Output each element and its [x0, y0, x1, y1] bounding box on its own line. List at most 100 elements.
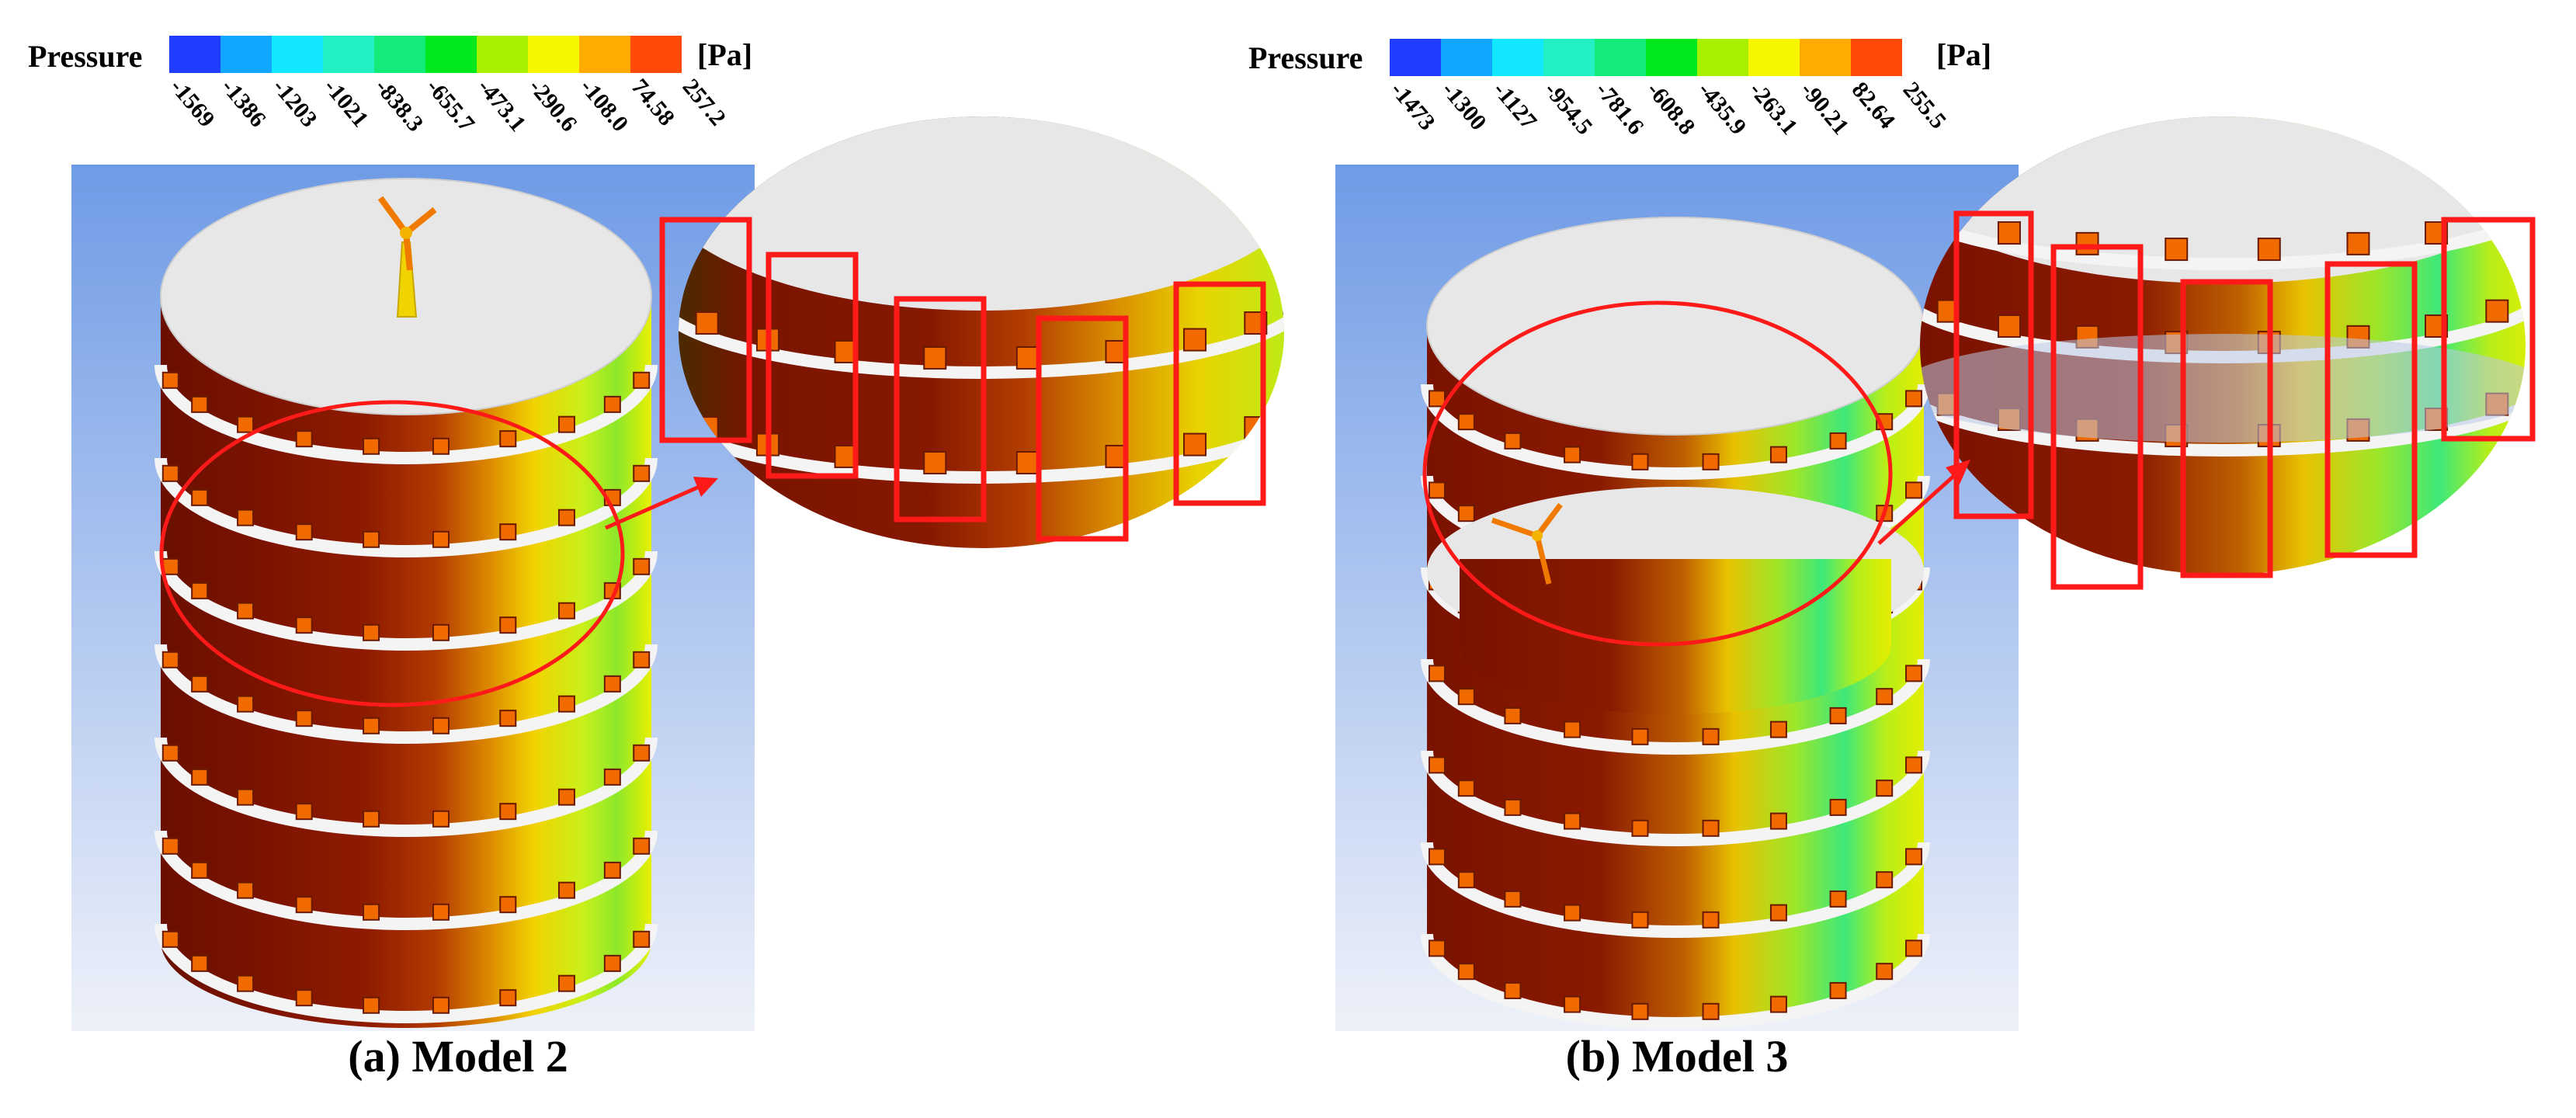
legend-tick-label: -781.6: [1591, 77, 1649, 140]
window-vent: [2257, 238, 2281, 262]
highlight-box: [2441, 217, 2536, 442]
window-vent: [237, 695, 255, 713]
legend-swatch: [272, 36, 323, 73]
wind-turbine-icon: [377, 196, 437, 318]
legend-swatch: [220, 36, 272, 73]
window-vent: [1905, 939, 1923, 957]
legend-title-right: Pressure: [1248, 40, 1363, 75]
legend-tick-label: 82.64: [1847, 77, 1901, 134]
window-vent: [1457, 779, 1475, 797]
legend-swatch: [1390, 39, 1441, 76]
floor-slab: [1421, 933, 1930, 1029]
window-vent: [1905, 481, 1923, 499]
window-vent: [363, 903, 380, 921]
window-vent: [557, 602, 575, 620]
caption-right: (b) Model 3: [1566, 1031, 1789, 1082]
legend-tick-label: -954.5: [1540, 77, 1598, 140]
window-vent: [1564, 720, 1581, 738]
legend-swatch: [169, 36, 220, 73]
window-vent: [432, 996, 450, 1014]
window-vent: [295, 616, 313, 634]
legend-tick-label: -263.1: [1745, 77, 1803, 140]
caption-left: (a) Model 2: [348, 1031, 568, 1082]
legend-tick-label: -435.9: [1693, 77, 1751, 140]
window-vent: [1457, 871, 1475, 889]
legend-tick-label: -1203: [268, 74, 322, 132]
legend-unit-right: [Pa]: [1936, 37, 1991, 72]
window-vent: [1905, 848, 1923, 866]
window-vent: [633, 371, 651, 389]
legend-colorbar-left: [169, 36, 682, 73]
window-vent: [432, 530, 450, 548]
window-vent: [923, 450, 947, 474]
window-vent: [363, 717, 380, 734]
window-vent: [432, 623, 450, 641]
window-vent: [1504, 890, 1522, 908]
window-vent: [191, 488, 209, 506]
building-body-left: [161, 297, 651, 1028]
zoom-arrow-right: [1877, 460, 1970, 545]
window-vent: [1564, 995, 1581, 1013]
legend-tick-label: -1386: [217, 74, 271, 132]
window-vent: [237, 974, 255, 992]
legend-swatch: [1697, 39, 1748, 76]
window-vent: [1829, 707, 1847, 724]
pressure-legend-right: Pressure [Pa] -1473-1300-1127-954.5-781.…: [1248, 37, 1991, 140]
window-vent: [695, 311, 719, 335]
window-vent: [633, 557, 651, 575]
window-vent: [1428, 848, 1446, 866]
window-vent: [191, 395, 209, 413]
highlight-boxes-right: [1953, 210, 2536, 590]
window-vent: [1017, 557, 1039, 578]
legend-swatch: [425, 36, 477, 73]
window-vent: [161, 464, 179, 482]
highlight-box: [2050, 244, 2144, 590]
window-vent: [432, 810, 450, 828]
legend-tick-label: -290.6: [524, 74, 582, 137]
floor-slab: [154, 550, 658, 651]
window-vent: [1997, 314, 2021, 339]
window-vent: [191, 861, 209, 879]
window-vent: [633, 651, 651, 668]
window-vent: [1876, 779, 1894, 797]
window-vent: [1997, 221, 2021, 245]
window-vent: [603, 861, 621, 879]
highlight-box: [766, 252, 859, 479]
window-vent: [161, 837, 179, 855]
legend-tick-label: -608.8: [1642, 77, 1700, 140]
legend-unit-left: [Pa]: [697, 37, 752, 72]
window-vent: [295, 710, 313, 727]
window-vent: [161, 557, 179, 575]
window-vent: [1702, 819, 1720, 837]
model-2-building: [154, 178, 658, 1028]
window-vent: [237, 788, 255, 806]
highlight-box: [1173, 281, 1266, 506]
zoom-arrow-left: [604, 477, 718, 530]
window-vent: [363, 996, 380, 1014]
floor-slab: [154, 923, 658, 1023]
window-vent: [295, 989, 313, 1007]
window-vent: [237, 602, 255, 620]
window-vent: [1905, 390, 1923, 408]
highlight-box: [659, 217, 752, 443]
floor-slab: [154, 457, 658, 557]
highlight-box: [894, 296, 987, 523]
window-vent: [2523, 188, 2526, 212]
legend-swatch: [528, 36, 579, 73]
window-vent: [2485, 299, 2509, 323]
window-vent: [363, 530, 380, 548]
legend-tick-label: -1127: [1488, 77, 1542, 134]
window-vent: [1829, 890, 1847, 908]
window-vent: [557, 415, 575, 433]
window-vent: [633, 930, 651, 948]
window-vent: [161, 371, 179, 389]
window-vent: [499, 523, 517, 541]
window-vent: [1631, 1002, 1649, 1020]
window-vent: [499, 430, 517, 448]
window-vent: [499, 616, 517, 634]
window-vent: [557, 788, 575, 806]
window-vent: [1702, 911, 1720, 929]
legend-tick-label: 255.5: [1898, 77, 1952, 134]
window-vent: [1829, 432, 1847, 450]
